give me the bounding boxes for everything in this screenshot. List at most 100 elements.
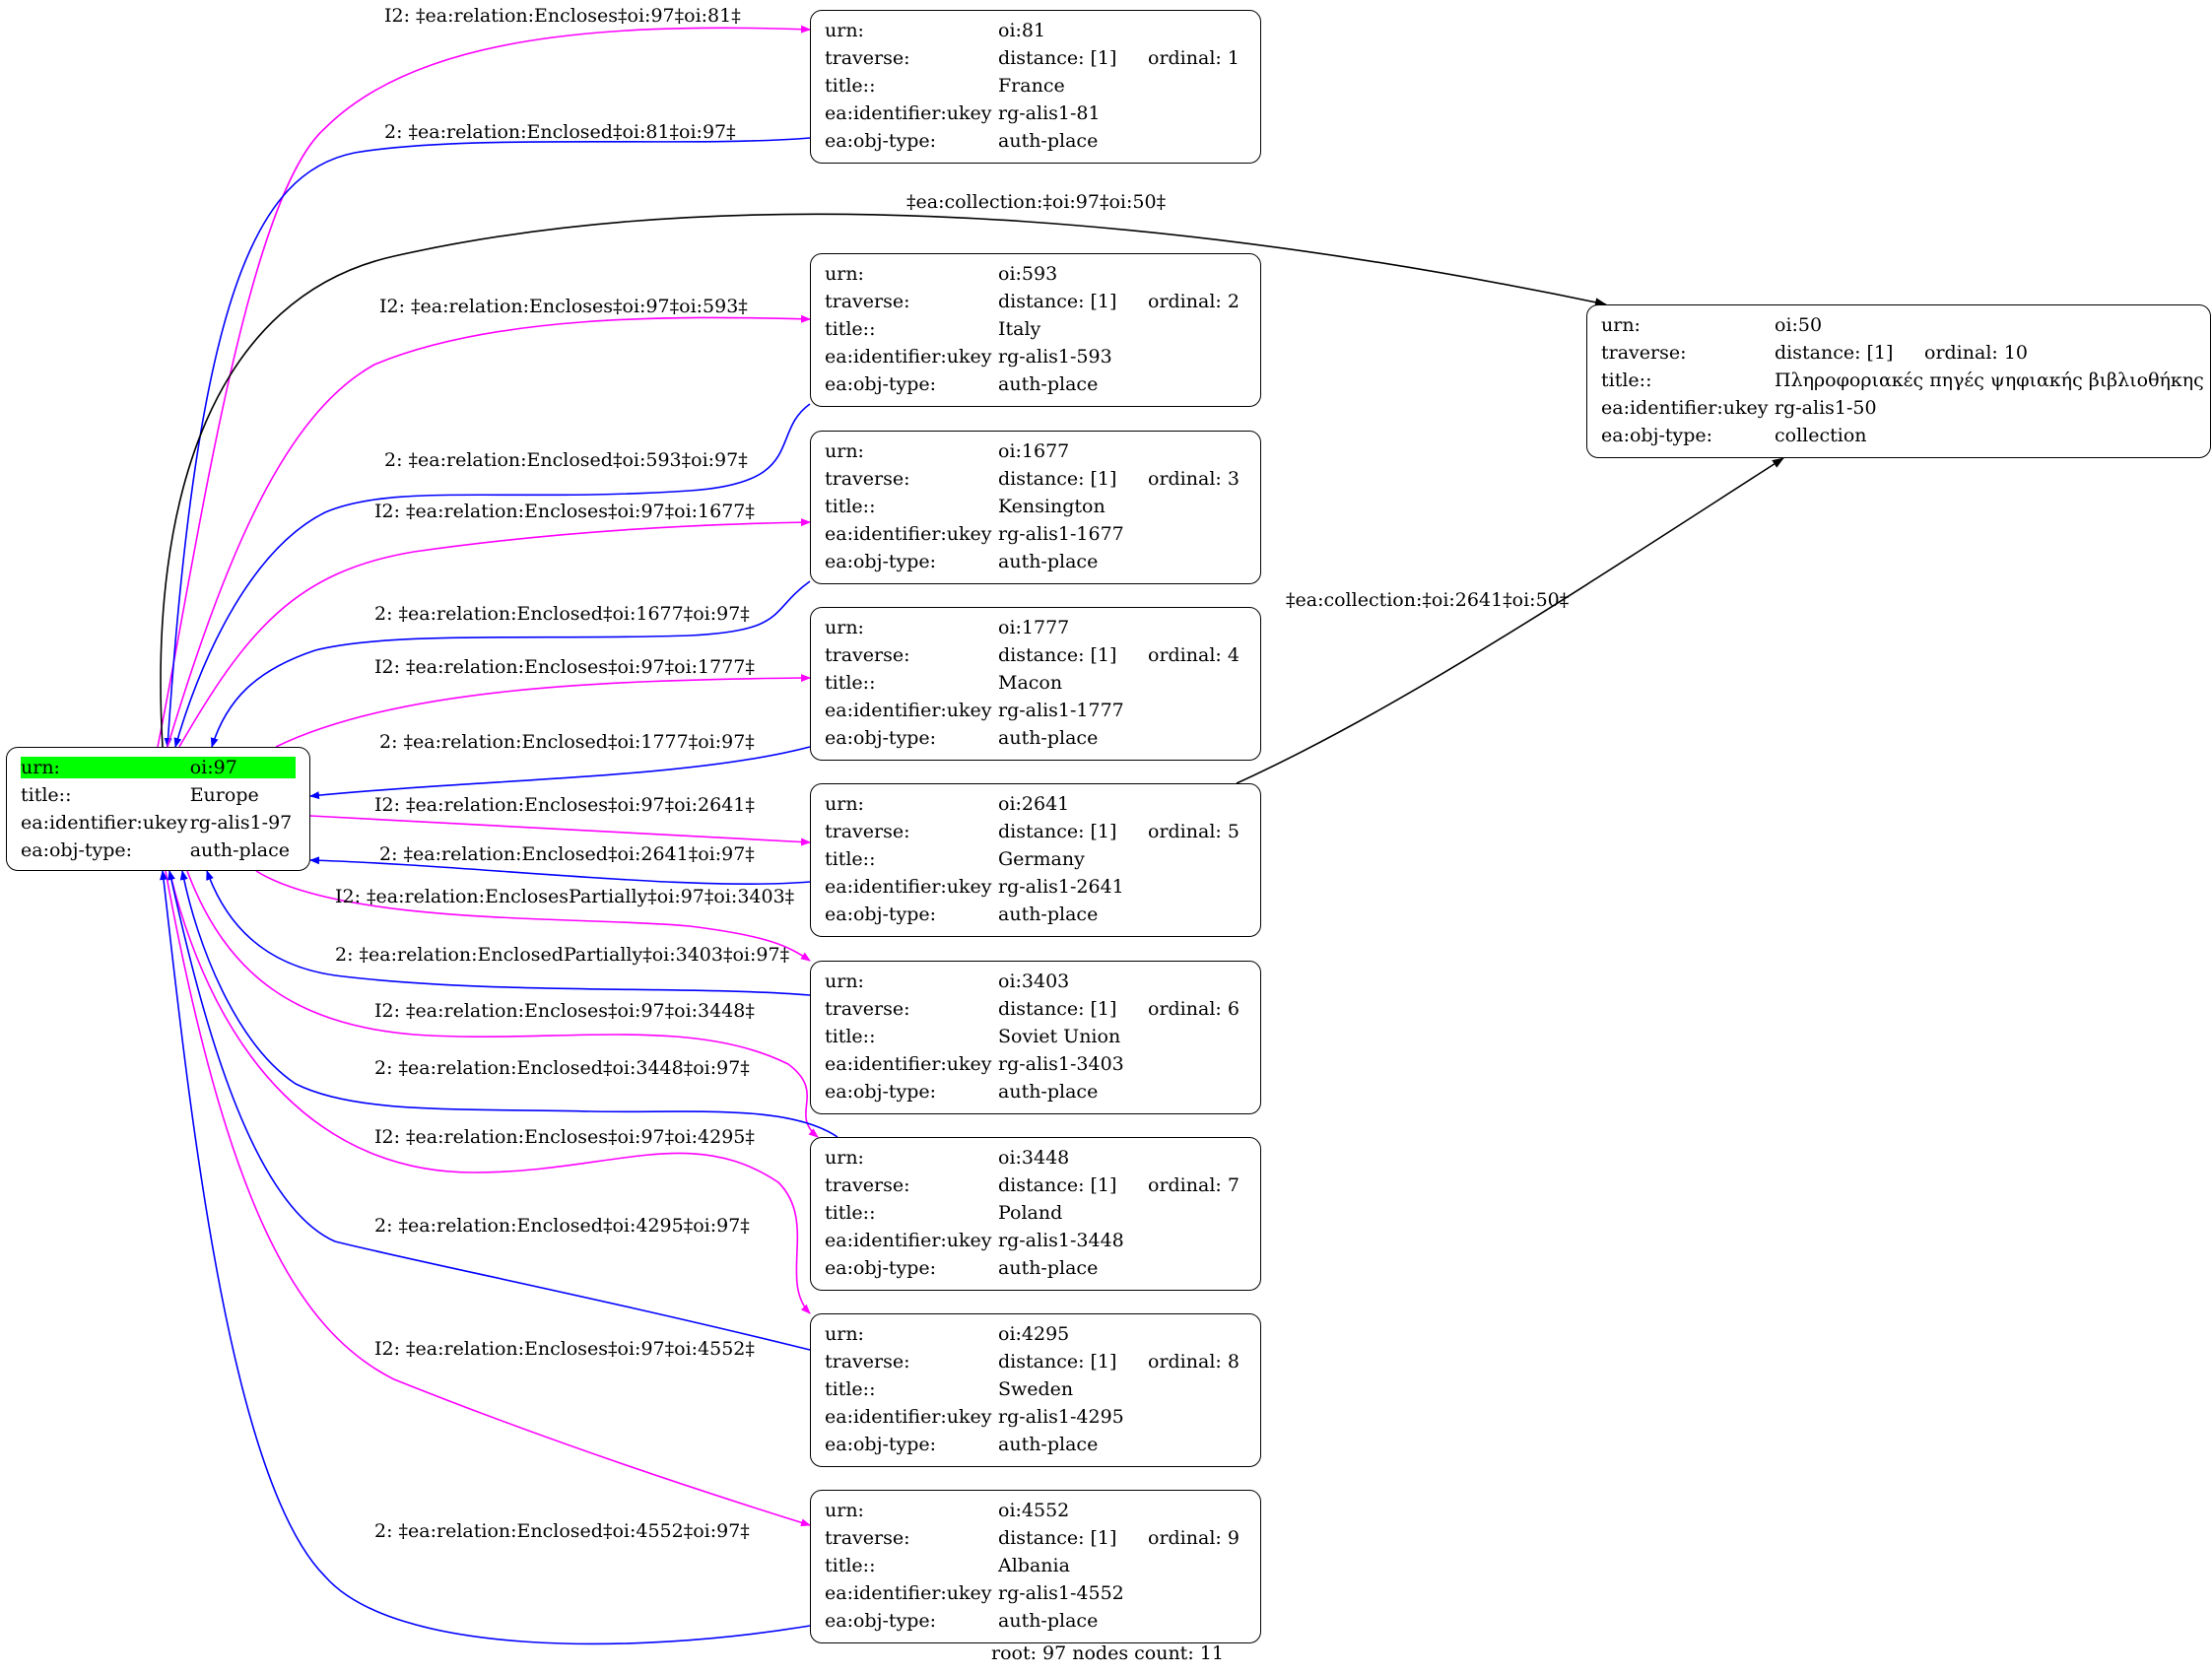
row-key: ea:identifier:ukey xyxy=(825,1406,992,1428)
edge-enclosed-oi-3448-label: 2: ‡ea:relation:Enclosed‡oi:3448‡oi:97‡ xyxy=(374,1057,750,1079)
row-key: traverse: xyxy=(825,468,910,490)
row-value: distance: [1] xyxy=(998,1351,1117,1373)
edge-enclosed-oi-4295-label: 2: ‡ea:relation:Enclosed‡oi:4295‡oi:97‡ xyxy=(374,1215,750,1237)
edge-encloses-oi-4295 xyxy=(168,870,811,1314)
row-value: oi:81 xyxy=(998,20,1046,41)
edge-collection-oi-2641-oi-50-label: ‡ea:collection:‡oi:2641‡oi:50‡ xyxy=(1286,589,1569,611)
node-row-urn: urn:oi:1677 xyxy=(825,437,1246,465)
edge-encloses-oi-1777 xyxy=(275,674,811,748)
node-row-obj-type: ea:obj-type: auth-place xyxy=(825,370,1246,398)
node-row-title: title::France xyxy=(825,72,1246,100)
node-row-traverse: traverse:distance: [1]ordinal: 7 xyxy=(825,1172,1246,1199)
edge-encloses-oi-3448-label: I2: ‡ea:relation:Encloses‡oi:97‡oi:3448‡ xyxy=(374,1000,755,1022)
row-key: ea:obj-type: xyxy=(825,904,937,925)
node-row-urn: urn:oi:593 xyxy=(825,260,1246,288)
row-key: ea:obj-type: xyxy=(825,373,937,395)
edge-enclosed-oi-2641 xyxy=(309,856,811,885)
row-ordinal: ordinal: 3 xyxy=(1148,468,1240,490)
edge-enclosed-oi-81 xyxy=(164,137,811,748)
row-key: traverse: xyxy=(825,291,910,312)
node-row-traverse: traverse:distance: [1]ordinal: 5 xyxy=(825,818,1246,845)
node-oi-97[interactable]: urn: oi:97 title:: Europe ea:identifier:… xyxy=(6,747,310,871)
node-row-title: title::Italy xyxy=(825,315,1246,343)
node-row-obj-type: ea:obj-type:auth-place xyxy=(825,901,1246,928)
row-ordinal: ordinal: 2 xyxy=(1148,291,1240,312)
row-value: rg-alis1-3403 xyxy=(998,1053,1124,1075)
row-key: traverse: xyxy=(825,644,910,666)
edge-encloses-oi-593 xyxy=(167,314,811,748)
row-key: ea:identifier:ukey xyxy=(825,1230,992,1251)
row-value: Germany xyxy=(998,848,1085,870)
row-value: auth-place xyxy=(998,727,1099,749)
edge-enclosed-oi-593-label: 2: ‡ea:relation:Enclosed‡oi:593‡oi:97‡ xyxy=(384,449,748,471)
edge-enclosed-oi-4552-label: 2: ‡ea:relation:Enclosed‡oi:4552‡oi:97‡ xyxy=(374,1520,750,1542)
node-row-obj-type: ea:obj-type: auth-place xyxy=(21,837,296,864)
row-key: ea:identifier:ukey xyxy=(825,523,992,545)
row-key: ea:obj-type: xyxy=(825,1434,937,1455)
row-key: urn: xyxy=(825,617,864,638)
node-row-urn: urn:oi:50 xyxy=(1601,311,2196,339)
row-key: urn: xyxy=(825,20,864,41)
edge-enclosed-oi-81-label: 2: ‡ea:relation:Enclosed‡oi:81‡oi:97‡ xyxy=(384,121,736,143)
node-oi-593[interactable]: urn:oi:593 traverse: distance: [1] ordinal:… xyxy=(810,253,1261,407)
node-row-urn: urn:oi:1777 xyxy=(825,614,1246,641)
row-key: ea:identifier:ukey xyxy=(21,812,188,834)
node-row-ukey: ea:identifier:ukey rg-alis1-97 xyxy=(21,809,296,837)
node-row-traverse: traverse:distance: [1]ordinal: 6 xyxy=(825,995,1246,1023)
row-value: distance: [1] xyxy=(998,1527,1117,1549)
row-value: rg-alis1-97 xyxy=(189,812,293,834)
row-value: rg-alis1-1677 xyxy=(998,523,1124,545)
node-row-traverse: traverse:distance: [1]ordinal: 8 xyxy=(825,1348,1246,1375)
row-value: rg-alis1-4295 xyxy=(998,1406,1124,1428)
row-key: ea:identifier:ukey xyxy=(825,876,992,898)
row-key: title:: xyxy=(825,1555,876,1576)
row-value: oi:97 xyxy=(189,757,296,778)
row-value: Albania xyxy=(998,1555,1070,1576)
edge-enclosed-partially-oi-3403 xyxy=(206,870,811,996)
node-row-title: title::Πληροφοριακές πηγές ψηφιακής βιβλ… xyxy=(1601,367,2204,394)
edge-encloses-oi-2641 xyxy=(309,815,811,846)
row-value: Sweden xyxy=(998,1378,1074,1400)
edge-encloses-oi-1677 xyxy=(178,518,811,748)
edge-enclosed-oi-4552 xyxy=(160,870,811,1645)
node-row-urn: urn:oi:4552 xyxy=(825,1497,1246,1524)
row-key: traverse: xyxy=(825,47,910,69)
row-key: urn: xyxy=(1601,314,1641,336)
node-row-obj-type: ea:obj-type:auth-place xyxy=(825,1607,1246,1635)
node-row-urn: urn:oi:3403 xyxy=(825,968,1246,995)
row-value: distance: [1] xyxy=(998,998,1117,1020)
node-row-title: title::Poland xyxy=(825,1199,1246,1227)
row-value: rg-alis1-50 xyxy=(1775,397,1877,419)
node-row-traverse: traverse: distance: [1] ordinal: 3 xyxy=(825,465,1246,493)
row-key: title:: xyxy=(825,1202,876,1224)
edge-encloses-oi-4552 xyxy=(165,870,811,1527)
row-key: traverse: xyxy=(825,821,910,842)
row-value: oi:1677 xyxy=(998,440,1070,462)
row-value: auth-place xyxy=(998,130,1099,152)
edge-enclosed-oi-3448 xyxy=(179,870,838,1138)
row-ordinal: ordinal: 10 xyxy=(1924,342,2029,364)
row-value: distance: [1] xyxy=(998,291,1117,312)
node-row-traverse: traverse:distance: [1]ordinal: 4 xyxy=(825,641,1246,669)
row-value: distance: [1] xyxy=(998,468,1117,490)
row-key: title:: xyxy=(825,75,876,97)
row-key: ea:obj-type: xyxy=(825,551,937,572)
edge-collection-oi-97-oi-50-label: ‡ea:collection:‡oi:97‡oi:50‡ xyxy=(906,191,1166,213)
row-value: France xyxy=(998,75,1065,97)
node-oi-1677[interactable]: urn:oi:1677 traverse: distance: [1] ordinal… xyxy=(810,431,1261,584)
row-value: auth-place xyxy=(998,373,1099,395)
edge-enclosed-oi-593 xyxy=(173,403,811,748)
row-ordinal: ordinal: 4 xyxy=(1148,644,1240,666)
